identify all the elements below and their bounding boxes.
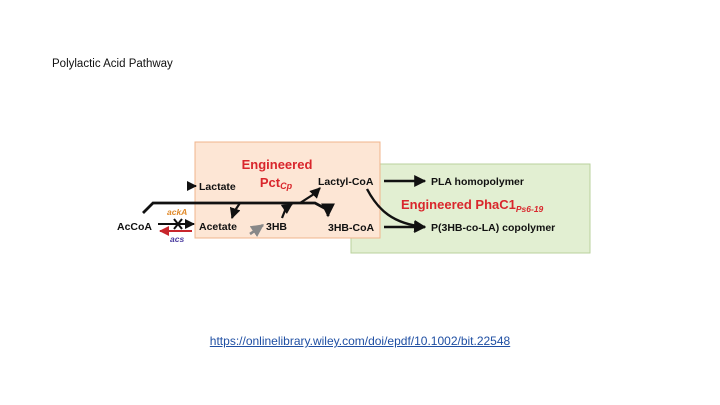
source-link[interactable]: https://onlinelibrary.wiley.com/doi/epdf… [209,334,511,348]
pct-enzyme-label-line2: PctCp [260,175,293,191]
node-acetyl-coa: AcCoA [117,221,152,233]
hb3-gray-arrow [249,223,265,238]
ackA-knockout-mark [173,218,183,230]
phac-enzyme-label: Engineered PhaC1Ps6-19 [401,197,544,214]
node-3hb-coa: 3HB-CoA [328,222,374,234]
node-pla-homopolymer: PLA homopolymer [431,176,524,188]
acetate-branch-line [229,202,241,220]
phac-enzyme-box [350,163,591,254]
main-pathway-line [142,201,335,218]
node-copolymer: P(3HB-co-LA) copolymer [431,222,555,234]
node-acetate: Acetate [199,221,237,233]
pct-enzyme-label-line1: Engineered [242,157,313,172]
node-lactate: Lactate [199,181,236,193]
slide-title: Polylactic Acid Pathway [52,58,173,70]
acs-gene-label: acs [170,234,184,244]
node-lactyl-coa: Lactyl-CoA [318,176,374,188]
ackA-gene-label: ackA [167,207,187,217]
lactyl-branch-line [299,187,321,204]
hb3-branch-line [280,203,293,219]
pct-enzyme-box [194,141,381,239]
node-3hb: 3HB [266,221,287,233]
